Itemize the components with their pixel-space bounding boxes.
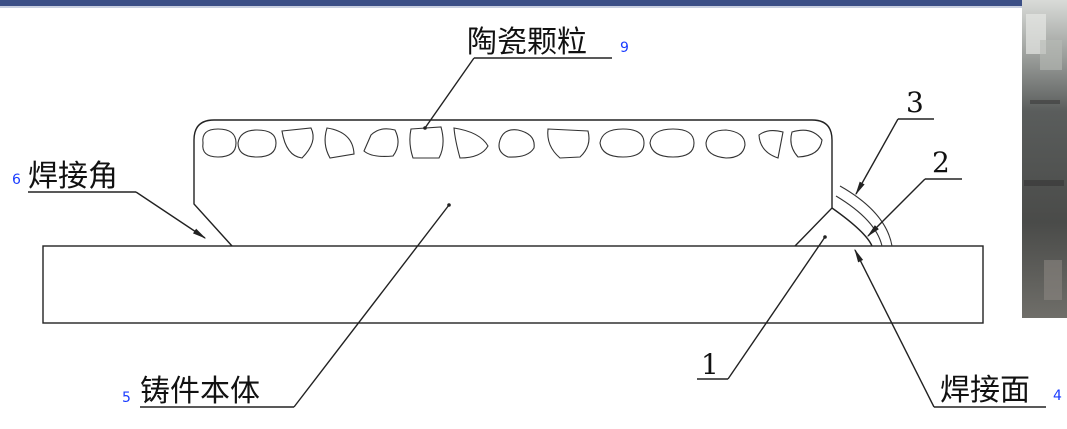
particle <box>363 128 399 157</box>
label-part-3: 3 <box>855 86 934 196</box>
particle <box>409 126 444 159</box>
label-ceramic-particles: 陶瓷颗粒 9 <box>424 25 629 129</box>
label-weld-angle: 6 焊接角 <box>12 159 207 239</box>
label-part-1: 1 <box>697 236 826 381</box>
particle <box>599 128 645 158</box>
label-part-2: 2 <box>867 146 962 237</box>
svg-text:6: 6 <box>12 172 21 188</box>
svg-text:陶瓷颗粒: 陶瓷颗粒 <box>467 25 587 60</box>
svg-text:2: 2 <box>932 146 950 179</box>
ceramic-particles <box>202 126 823 159</box>
particle <box>237 129 277 158</box>
photo-strip <box>1022 0 1067 318</box>
particle <box>453 127 489 159</box>
top-band <box>0 0 1067 6</box>
svg-text:4: 4 <box>1053 388 1062 404</box>
particle <box>281 127 314 159</box>
particle <box>758 129 784 159</box>
particle <box>324 127 355 159</box>
particle <box>705 129 746 159</box>
label-casting-body: 5 铸件本体 <box>122 204 450 409</box>
svg-text:铸件本体: 铸件本体 <box>140 374 260 409</box>
svg-text:5: 5 <box>122 390 131 406</box>
svg-text:焊接面: 焊接面 <box>940 373 1030 408</box>
svg-text:1: 1 <box>701 348 719 381</box>
svg-text:焊接角: 焊接角 <box>28 159 118 194</box>
svg-text:9: 9 <box>620 40 629 56</box>
svg-text:3: 3 <box>906 86 924 119</box>
casting-body-outline <box>193 119 833 247</box>
particle <box>790 129 823 158</box>
particle <box>498 129 535 158</box>
base-plate <box>42 245 984 324</box>
particle <box>649 128 695 158</box>
weld-fillet <box>831 185 893 247</box>
label-weld-face: 焊接面 4 <box>854 248 1062 408</box>
particle <box>547 128 590 159</box>
particle <box>202 128 237 158</box>
